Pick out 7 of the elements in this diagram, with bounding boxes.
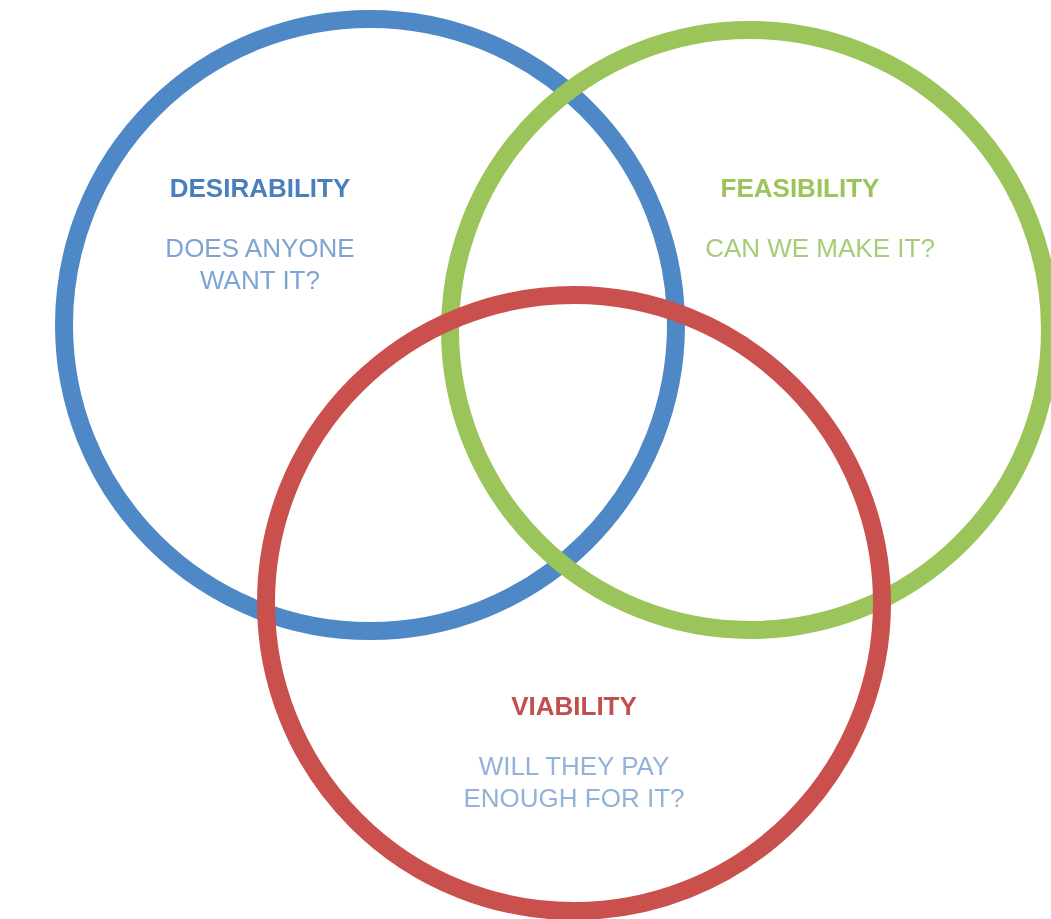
circle-heading: FEASIBILITY xyxy=(720,172,880,204)
circle-heading: DESIRABILITY xyxy=(169,172,351,204)
question-text: CAN WE MAKE IT? xyxy=(705,232,935,264)
question-text: DOES ANYONE WANT IT? xyxy=(164,232,356,296)
venn-circle xyxy=(55,10,685,640)
circle-heading: VIABILITY xyxy=(511,690,637,722)
question-text: WILL THEY PAY ENOUGH FOR IT? xyxy=(462,750,686,814)
